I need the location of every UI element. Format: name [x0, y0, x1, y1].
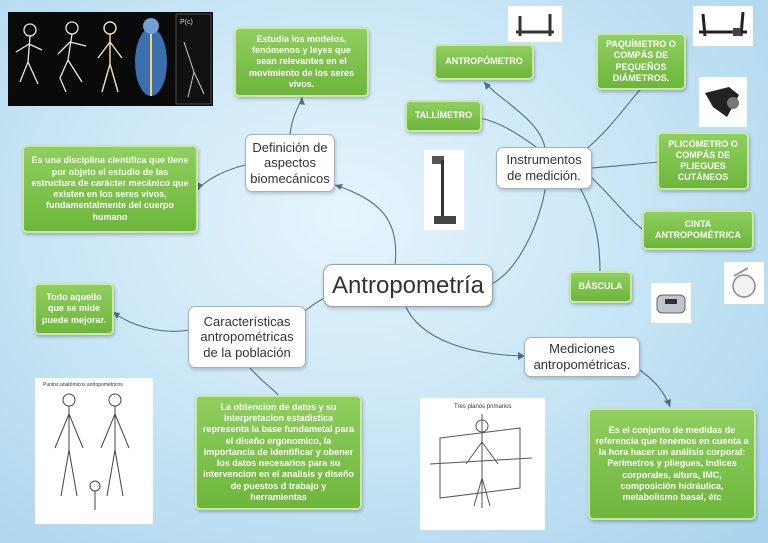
link-central-instrumentos [489, 189, 546, 286]
definicion-topic[interactable]: Definición de aspectos biomecánicos [245, 134, 335, 192]
instrument-paquimetro-label: PAQUÍMETRO O COMPÁS DE PEQUEÑOS DIÁMETRO… [606, 39, 676, 83]
instrument-antropometro-label: ANTROPÓMETRO [445, 56, 523, 67]
link-inst-paquimetro [584, 89, 641, 151]
link-inst-cinta [591, 177, 644, 231]
link-central-definicion [334, 184, 397, 266]
tallimetro-image [424, 150, 464, 230]
mediciones-desc-note[interactable]: Es el conjunto de medidas de referencia … [588, 408, 756, 520]
instrument-tallimetro[interactable]: TALLÍMETRO [405, 100, 482, 132]
anatomy-points-image: Puntos anatómicos antropométricos [35, 378, 153, 524]
instrument-plicometro-label: PLICÓMETRO O COMPÁS DE PLIEGUES CUTÁNEOS [668, 138, 738, 183]
instrument-antropometro[interactable]: ANTROPÓMETRO [434, 44, 534, 80]
skeleton-figures-icon: P(c) [15, 13, 212, 105]
definicion-def-text: Es una disciplina científica que tiene p… [31, 155, 189, 222]
instrument-bascula[interactable]: BÁSCULA [569, 271, 632, 303]
biomechanics-skeleton-image: P(c) [8, 12, 213, 106]
mediciones-topic-label: Mediciones antropométricas. [533, 341, 631, 372]
caracteristicas-mejorar-note[interactable]: Todo aquello que se mide puede mejorar. [34, 283, 114, 335]
link-central-mediciones [404, 304, 526, 357]
cinta-image [724, 262, 764, 304]
anatomical-points-icon: Puntos anatómicos antropométricos [43, 382, 130, 510]
instrumentos-topic[interactable]: Instrumentos de medición. [496, 147, 592, 189]
mediciones-desc-text: Es el conjunto de medidas de referencia … [595, 424, 749, 503]
body-planes-icon: Tres planos primarios [429, 404, 533, 508]
instrument-plicometro[interactable]: PLICÓMETRO O COMPÁS DE PLIEGUES CUTÁNEOS [657, 132, 749, 190]
caracteristicas-topic-label: Características antropométricas de la po… [200, 313, 294, 360]
paquimetro-image [693, 6, 753, 46]
body-planes-image: Tres planos primarios [420, 398, 545, 530]
definicion-desc-note[interactable]: Estudia los modelos, fenómenos y leyes q… [234, 27, 369, 97]
bascula-image [651, 283, 691, 323]
anatomy-title: Puntos anatómicos antropométricos [43, 382, 123, 388]
antropometro-image [508, 6, 562, 42]
link-inst-plicometro [591, 161, 659, 169]
planes-title: Tres planos primarios [454, 404, 511, 410]
caracteristicas-desc-text: La obtencion de datos y su interpretacio… [202, 401, 355, 502]
central-topic[interactable]: Antropometría [323, 264, 493, 307]
link-inst-tallimetro [479, 117, 541, 151]
link-car-mejorar [112, 311, 191, 332]
plicometro-image [699, 77, 747, 127]
link-definicion-def [197, 164, 246, 191]
definicion-topic-label: Definición de aspectos biomecánicos [250, 139, 330, 186]
caliper-icon [516, 14, 554, 36]
large-caliper-icon [699, 11, 747, 37]
instrument-cinta-label: CINTA ANTROPOMÉTRICA [655, 218, 741, 240]
skinfold-caliper-icon [705, 87, 739, 117]
central-topic-label: Antropometría [331, 271, 485, 299]
caracteristicas-mejorar-text: Todo aquello que se mide puede mejorar. [41, 292, 107, 325]
mediciones-topic[interactable]: Mediciones antropométricas. [524, 337, 640, 377]
instrumentos-topic-label: Instrumentos de medición. [506, 152, 582, 183]
link-inst-bascula [579, 187, 601, 273]
biomech-label: P(c) [180, 19, 193, 26]
definicion-def-note[interactable]: Es una disciplina científica que tiene p… [22, 145, 198, 233]
height-scale-icon [432, 156, 456, 224]
link-inst-antropometro [483, 81, 546, 149]
body-scale-icon [656, 294, 686, 314]
caracteristicas-desc-note[interactable]: La obtencion de datos y su interpretacio… [195, 395, 362, 510]
link-car-desc [249, 367, 279, 396]
caracteristicas-topic[interactable]: Características antropométricas de la po… [188, 306, 306, 368]
instrument-bascula-label: BÁSCULA [578, 281, 623, 292]
instrument-tallimetro-label: TALLÍMETRO [414, 110, 473, 121]
instrument-cinta[interactable]: CINTA ANTROPOMÉTRICA [642, 210, 754, 250]
definicion-desc-text: Estudia los modelos, fenómenos y leyes q… [248, 33, 355, 89]
measuring-tape-icon [732, 267, 756, 298]
instrument-paquimetro[interactable]: PAQUÍMETRO O COMPÁS DE PEQUEÑOS DIÁMETRO… [596, 33, 686, 90]
